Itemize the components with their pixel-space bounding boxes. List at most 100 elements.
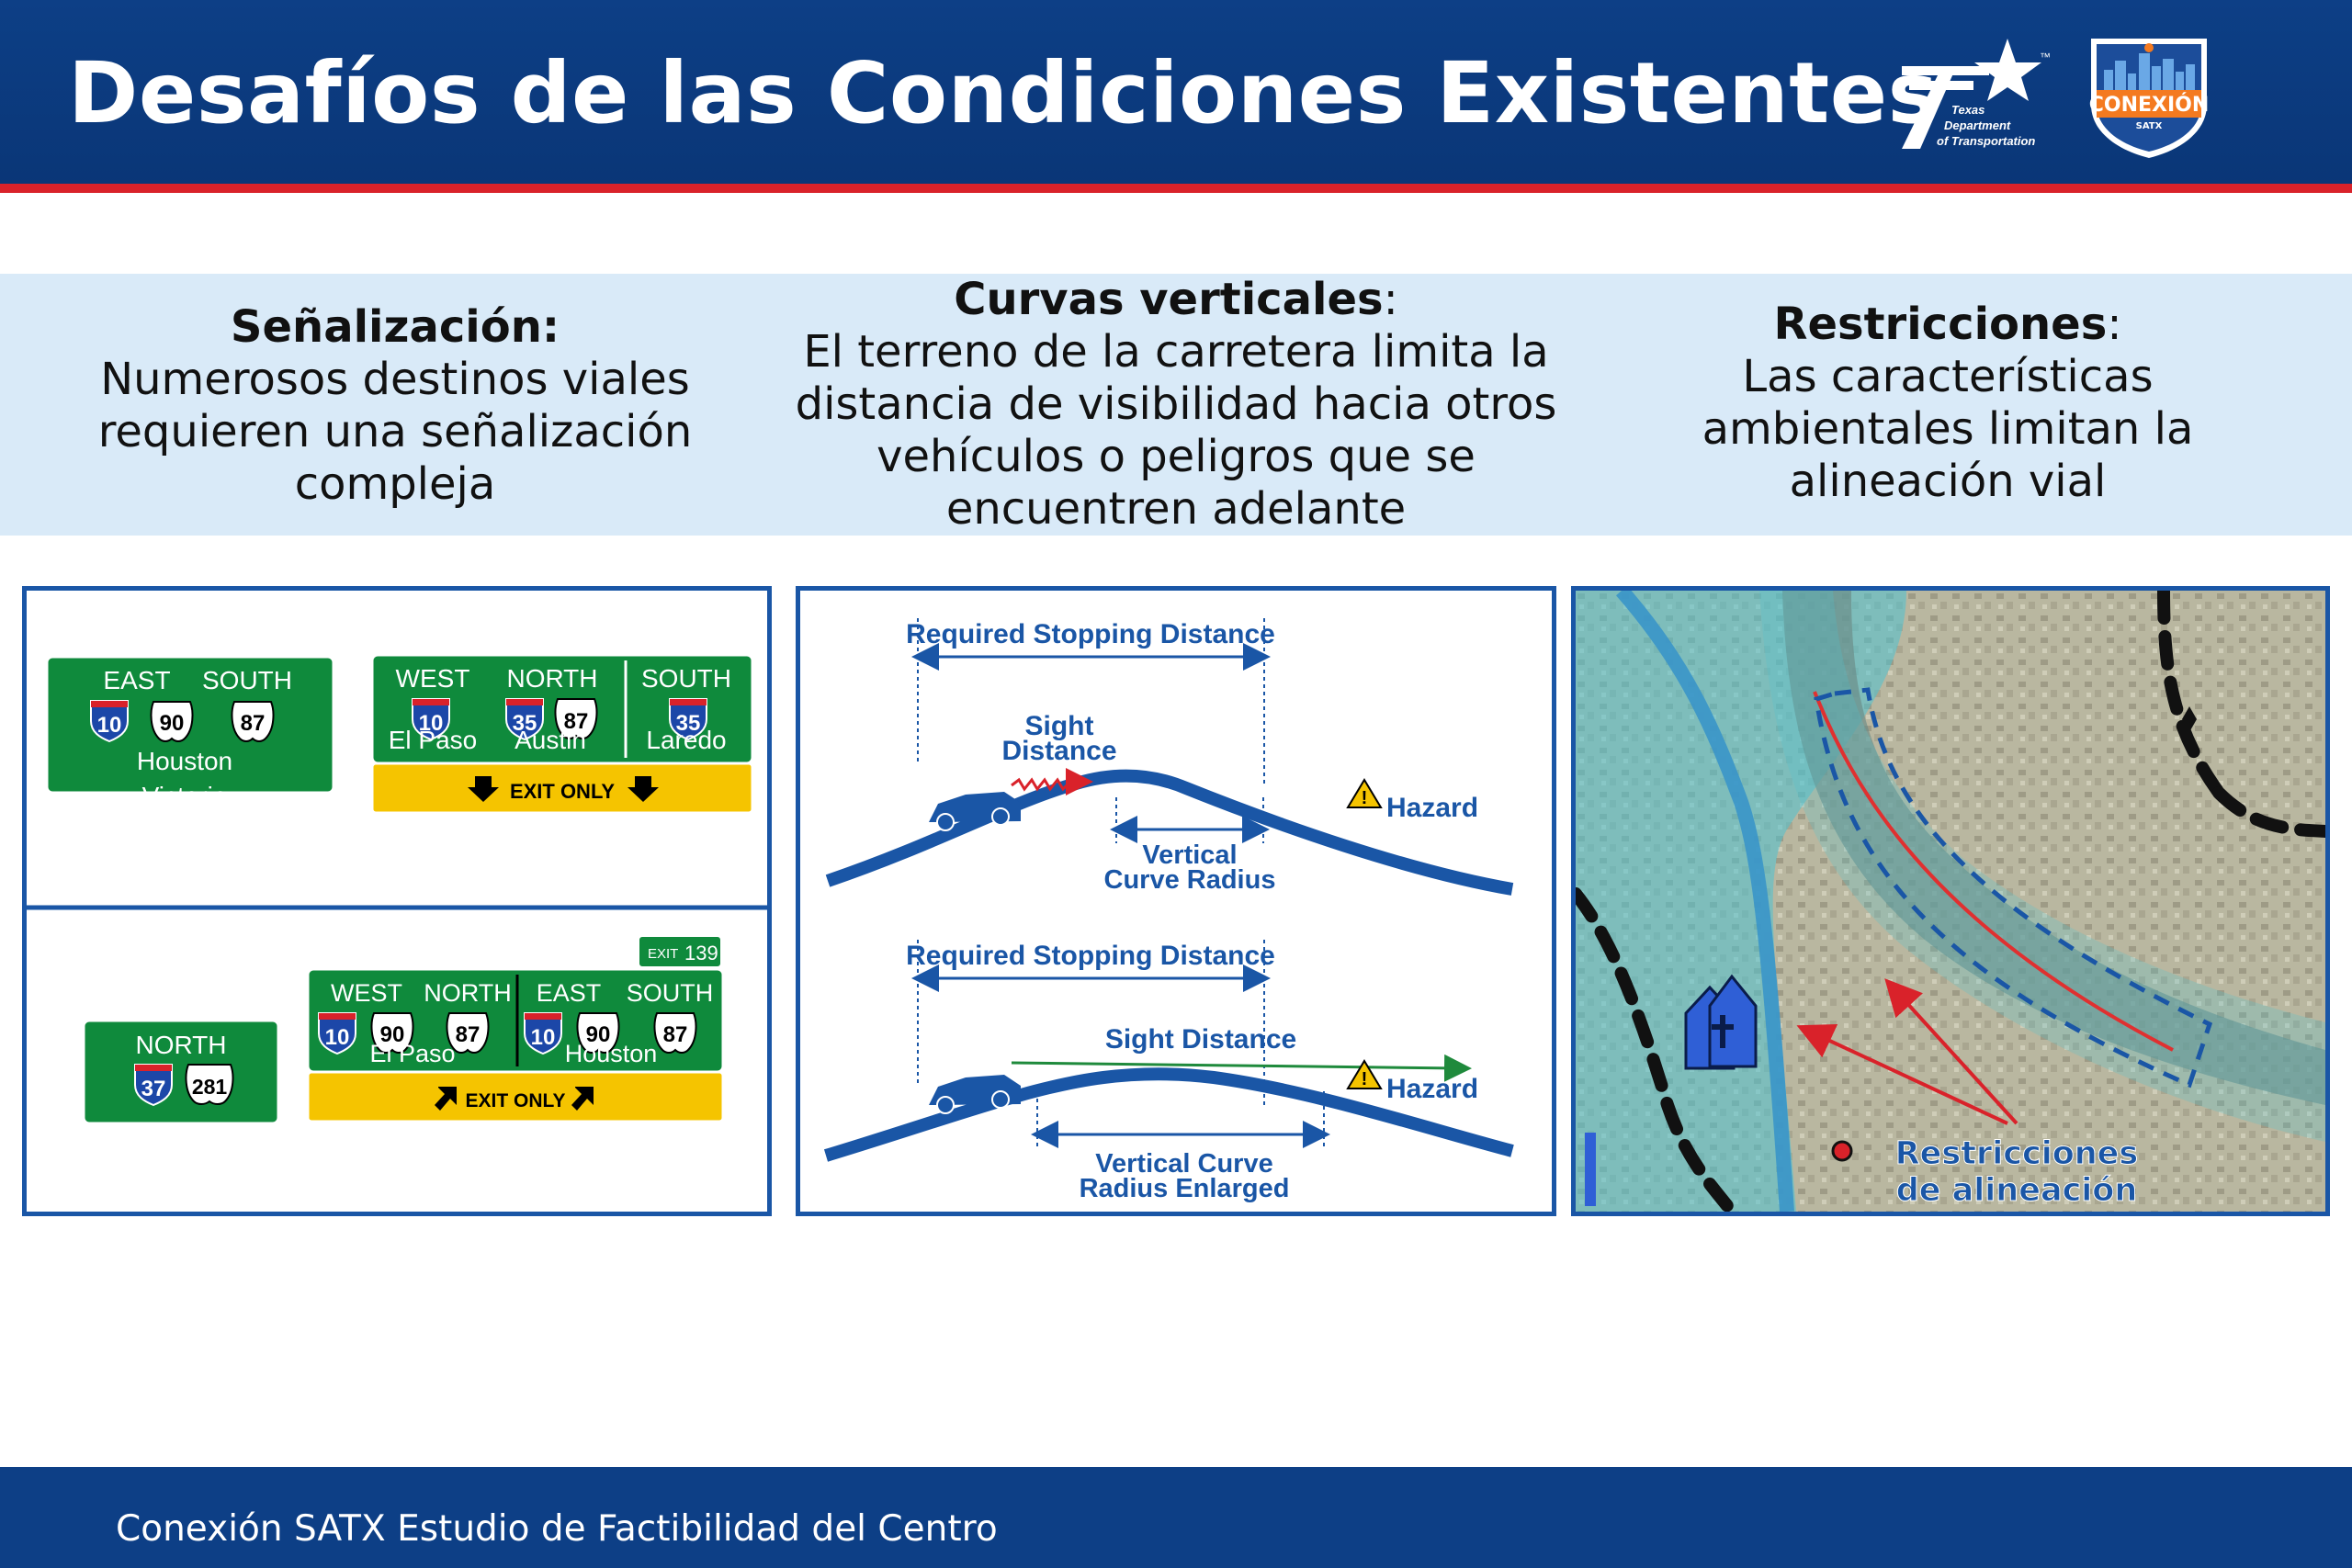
highway-corridor	[1782, 591, 2325, 1105]
sign-city: Johnson City	[106, 1123, 250, 1151]
us-route-shield-icon: 90	[150, 701, 194, 742]
txdot-text-line1: Texas	[1951, 103, 1984, 117]
footer-text: Conexión SATX Estudio de Factibilidad de…	[116, 1508, 998, 1550]
exit-tab-number: 139	[684, 942, 718, 964]
svg-text:87: 87	[663, 1022, 688, 1047]
car-icon	[929, 1075, 1021, 1114]
sign-city: Houston	[137, 747, 232, 775]
interstate-shield-icon: 35	[669, 698, 707, 741]
svg-text:10: 10	[419, 711, 444, 736]
svg-text:10: 10	[325, 1025, 350, 1050]
exit-only-label: EXIT ONLY	[466, 1090, 566, 1111]
column-heading: Curvas verticales:	[954, 274, 1398, 325]
column-line: ambientales limitan la	[1702, 403, 2194, 455]
interstate-shield-icon: 10	[318, 1012, 356, 1055]
us-route-shield-icon: 87	[554, 698, 598, 739]
svg-text:35: 35	[676, 711, 701, 736]
column-signage: Señalización: Numerosos destinos viales …	[55, 301, 735, 511]
alignment-envelope	[1814, 687, 2213, 1089]
sign-city: El Paso	[369, 1040, 455, 1067]
us-route-shield-icon: 90	[370, 1012, 414, 1054]
footer-bar	[0, 1467, 2352, 1568]
column-line: El terreno de la carretera limita la	[803, 326, 1549, 378]
alignment-map-panel: Restricciones de alineación	[1571, 586, 2330, 1216]
skyline-icon	[2104, 53, 2195, 97]
svg-text:!: !	[1362, 1069, 1368, 1089]
signage-panel: EAST SOUTH 10 90 87 Houston Victoria	[22, 586, 772, 1216]
sign-direction: WEST	[396, 664, 470, 693]
svg-text:10: 10	[97, 713, 122, 738]
sight-distance-arrow	[1011, 1054, 1472, 1082]
svg-text:10: 10	[531, 1025, 556, 1050]
sign-direction: EAST	[537, 979, 602, 1007]
sight-label: Distance	[1001, 736, 1116, 766]
column-restrictions: Restricciones: Las características ambie…	[1617, 299, 2278, 508]
church-icon	[1684, 974, 1758, 1070]
enlarged-curve-diagram: Required Stopping Distance Sight Distanc…	[823, 940, 1514, 1203]
sign-direction: SOUTH	[641, 664, 731, 693]
river	[1615, 591, 1794, 1212]
sight-distance-label: Sight Distance	[1105, 1024, 1296, 1055]
arrow-down-icon	[468, 776, 499, 802]
sign-direction: NORTH	[506, 664, 597, 693]
sign-direction: NORTH	[424, 979, 512, 1007]
alignment-restrictions-label: de alineación	[1896, 1172, 2138, 1209]
sign-direction: WEST	[331, 979, 402, 1007]
column-line: vehículos o peligros que se	[876, 431, 1476, 482]
us-route-shield-icon: 90	[576, 1012, 620, 1054]
boundary-line	[2212, 786, 2325, 838]
map-marker-icon	[2182, 706, 2197, 732]
pointer-arrow	[1884, 978, 2018, 1125]
vertical-curves-panel: Required Stopping Distance Sight Distanc…	[796, 586, 1556, 1216]
interstate-shield-icon: 35	[505, 698, 544, 741]
column-heading: Restricciones:	[1773, 299, 2122, 350]
guide-sign-houston-victoria: EAST SOUTH 10 90 87 Houston Victoria	[45, 655, 335, 810]
sign-city: El Paso	[389, 726, 478, 754]
sign-city: Austin	[514, 726, 586, 754]
sign-direction: SOUTH	[202, 666, 292, 694]
interstate-shield-icon: 10	[412, 698, 450, 741]
sight-label: Sight	[1025, 711, 1094, 741]
guide-sign-el-paso-houston: EXIT 139 WEST NORTH EAST SOUTH 10 90 87	[306, 935, 725, 1123]
txdot-stripe	[1902, 66, 1989, 75]
exit-tab-word: EXIT	[648, 946, 678, 962]
arrow-down-icon	[628, 776, 659, 802]
boundary-line	[2157, 591, 2225, 799]
guide-sign-johnson-city: NORTH 37 281 Johnson City	[82, 1019, 280, 1151]
header-accent-stripe	[0, 184, 2352, 193]
column-heading: Señalización:	[230, 301, 560, 353]
column-line: compleja	[294, 458, 496, 510]
short-curve-diagram: Required Stopping Distance Sight Distanc…	[825, 618, 1514, 896]
us-route-shield-icon: 281	[185, 1064, 234, 1105]
sign-city: Victoria	[142, 782, 228, 810]
sign-city: Laredo	[646, 726, 726, 754]
txdot-tm: ™	[2040, 51, 2051, 63]
column-line: encuentren adelante	[945, 483, 1407, 535]
svg-text:87: 87	[241, 711, 266, 736]
conexion-sub: SATX	[2136, 121, 2163, 131]
challenges-band: Señalización: Numerosos destinos viales …	[0, 274, 2352, 536]
roadway-profile	[825, 769, 1514, 896]
txdot-logo: ™ Texas Department of Transportation	[1902, 39, 2051, 149]
interstate-shield-icon: 10	[90, 700, 129, 743]
map-marker-icon	[1831, 1140, 1853, 1162]
arrow-diagonal-icon	[571, 1087, 594, 1111]
us-route-shield-icon: 87	[446, 1012, 490, 1054]
hazard-warning-icon: !	[1346, 778, 1383, 808]
hazard-warning-icon: !	[1346, 1059, 1383, 1089]
us-route-shield-icon: 87	[231, 701, 275, 742]
txdot-text-line2: Department	[1944, 118, 2011, 132]
hazard-label: Hazard	[1386, 793, 1478, 823]
vertical-curve-radius-label: Vertical Curve	[1095, 1149, 1272, 1179]
car-icon	[929, 792, 1021, 831]
svg-text:281: 281	[192, 1075, 228, 1099]
arrow-diagonal-icon	[435, 1087, 457, 1111]
us-route-shield-icon: 87	[653, 1012, 697, 1054]
hazard-label: Hazard	[1386, 1074, 1478, 1104]
column-line: alineación vial	[1789, 456, 2107, 507]
pointer-arrow	[1796, 1023, 2008, 1125]
sign-direction: NORTH	[135, 1031, 226, 1059]
svg-text:!: !	[1362, 788, 1368, 808]
alignment-restrictions-label: Restricciones	[1895, 1135, 2139, 1172]
vertical-curve-radius-label: Curve Radius	[1104, 865, 1276, 895]
